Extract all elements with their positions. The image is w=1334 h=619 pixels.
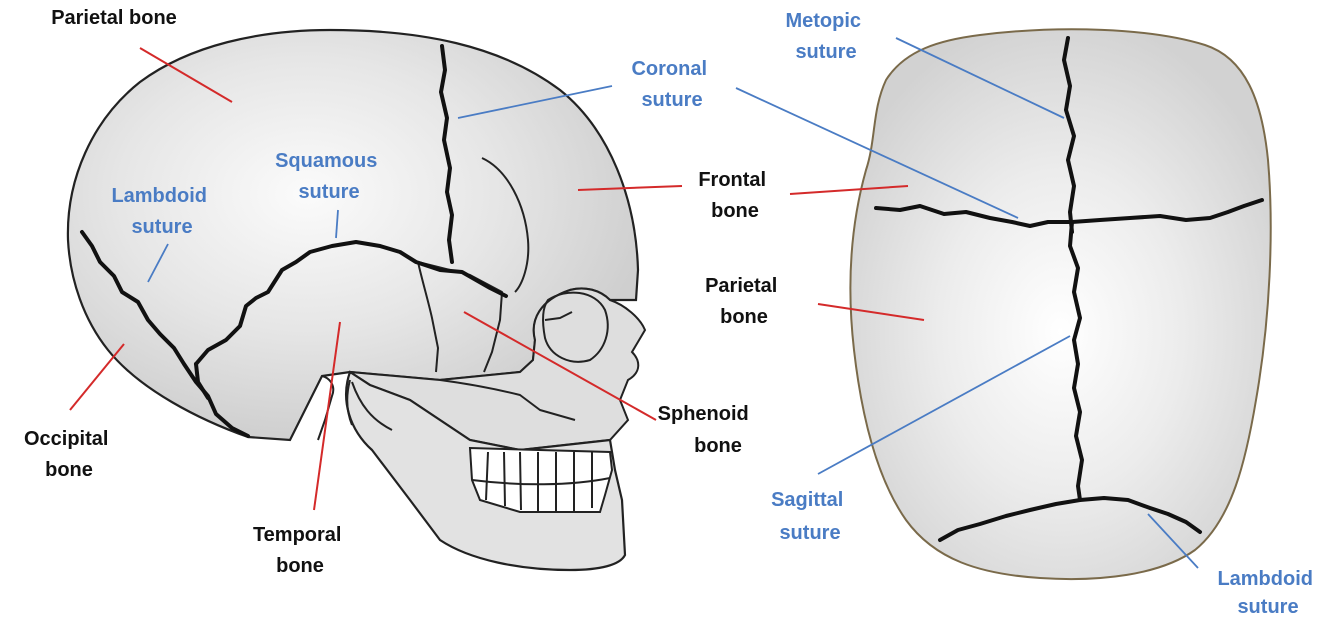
- label-temporal-bone: Temporal bone: [253, 524, 347, 577]
- label-occipital-bone: Occipital bone: [24, 428, 114, 481]
- label-metopic-suture: Metopic suture: [785, 10, 866, 63]
- lateral-skull: [68, 30, 645, 570]
- label-lambdoid-suture-superior: Lambdoid suture: [1217, 568, 1318, 618]
- label-parietal-bone-lateral: Parietal bone: [51, 7, 177, 29]
- label-parietal-bone-superior: Parietal bone: [705, 275, 783, 328]
- label-sphenoid-bone: Sphenoid bone: [658, 403, 755, 457]
- superior-skull: [850, 29, 1270, 579]
- leader-occipital: [70, 344, 124, 410]
- label-coronal-suture-lateral: Coronal suture: [631, 58, 712, 111]
- lateral-teeth: [470, 448, 612, 512]
- label-frontal-bone-lateral: Frontal bone: [698, 169, 771, 222]
- label-sagittal-suture: Sagittal suture: [771, 489, 849, 544]
- superior-cranium-outline: [850, 29, 1270, 579]
